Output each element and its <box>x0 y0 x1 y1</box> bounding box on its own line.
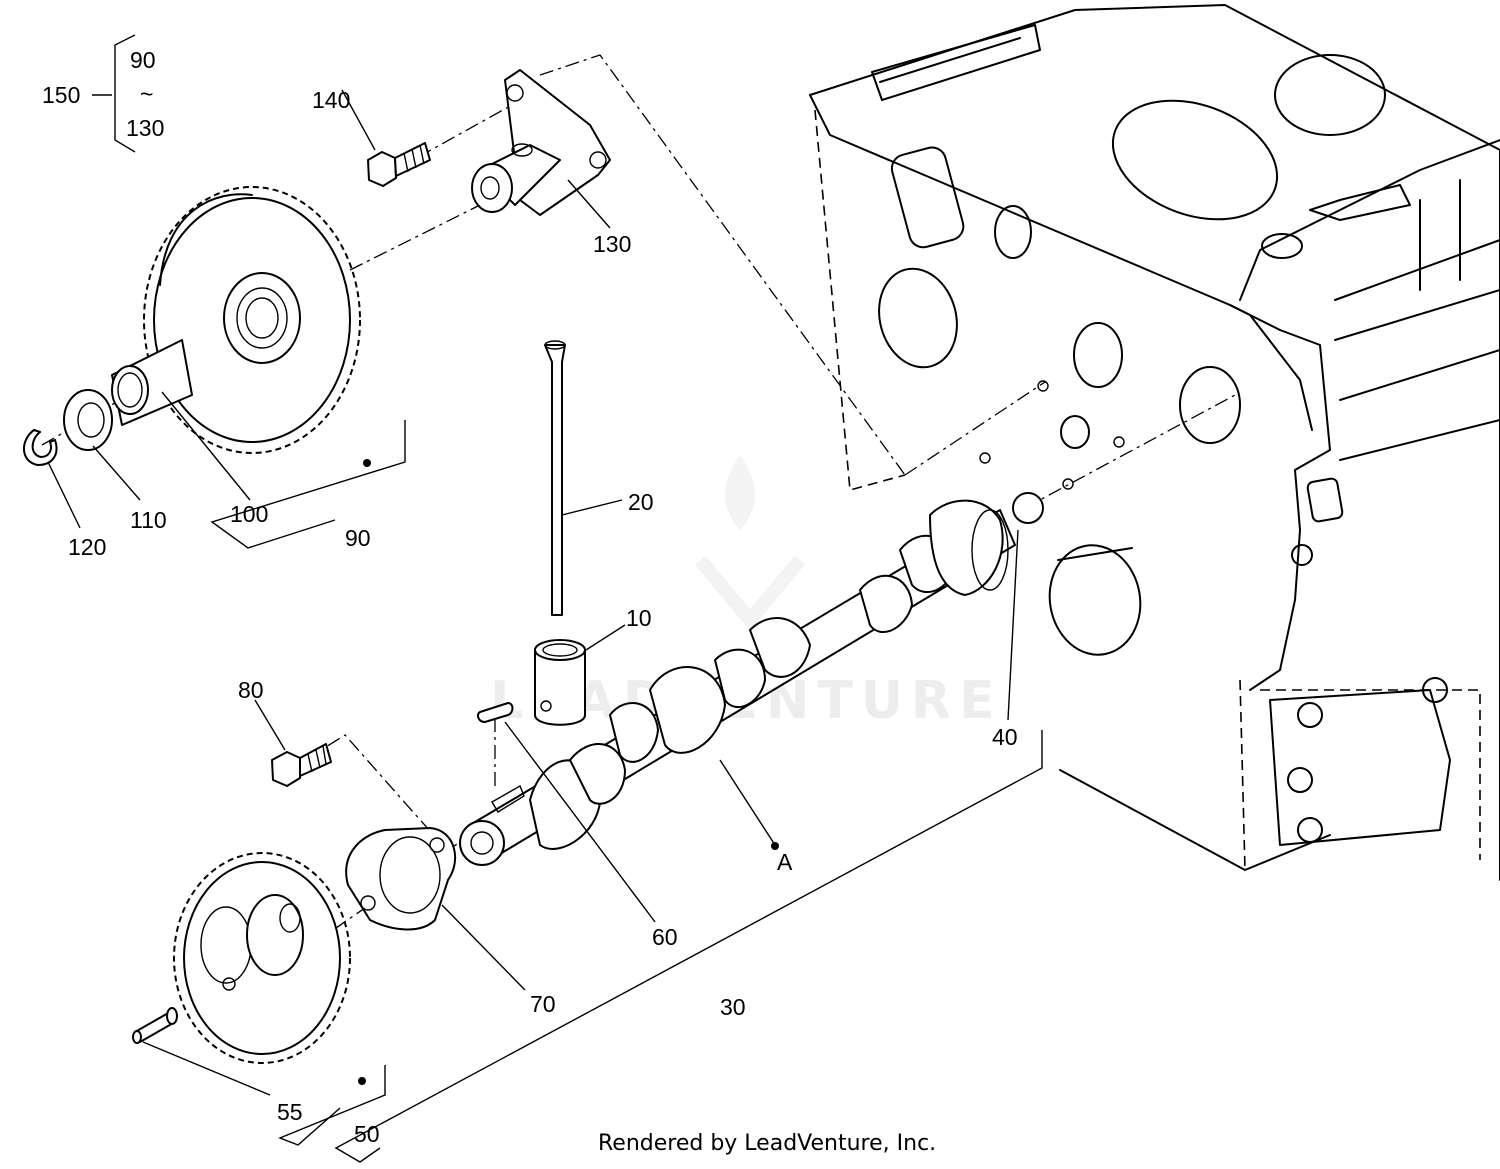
label-100: 100 <box>230 501 268 527</box>
label-90-range: 90 <box>130 47 156 73</box>
callout-labels: 150 90 ~ 130 140 130 120 110 100 90 20 1… <box>42 47 1018 1147</box>
label-150: 150 <box>42 82 80 108</box>
label-55: 55 <box>277 1099 303 1125</box>
label-30: 30 <box>720 994 746 1020</box>
thrust-plate-70 <box>345 827 457 931</box>
pin-55 <box>132 1007 178 1044</box>
engine-block <box>809 4 1500 881</box>
label-130: 130 <box>593 231 631 257</box>
label-140: 140 <box>312 87 350 113</box>
label-A: A <box>777 849 793 875</box>
washer-110 <box>63 389 113 451</box>
ball-40 <box>1012 492 1044 524</box>
bolt-80 <box>271 743 332 787</box>
label-10: 10 <box>626 605 652 631</box>
label-70: 70 <box>530 991 556 1017</box>
tappet-10 <box>534 639 586 726</box>
push-rod-20 <box>544 340 566 616</box>
label-90: 90 <box>345 525 371 551</box>
render-credit: Rendered by LeadVenture, Inc. <box>598 1131 936 1156</box>
bushing-100 <box>111 339 193 426</box>
camshaft-30 <box>459 499 1016 866</box>
cam-gear-50 <box>173 852 351 1064</box>
bolt-140 <box>367 142 431 187</box>
label-range-tilde: ~ <box>140 81 153 107</box>
idle-shaft-130 <box>471 69 611 216</box>
label-110: 110 <box>130 507 167 533</box>
label-120: 120 <box>68 534 106 560</box>
key-60 <box>476 702 514 723</box>
label-20: 20 <box>628 489 654 515</box>
leader-lines <box>47 34 1043 1163</box>
label-130-range: 130 <box>126 115 164 141</box>
label-60: 60 <box>652 924 678 950</box>
label-40: 40 <box>992 724 1018 750</box>
label-50: 50 <box>354 1121 380 1147</box>
label-80: 80 <box>238 677 264 703</box>
circlip-120 <box>23 429 58 466</box>
idle-gear-100 <box>143 186 361 454</box>
